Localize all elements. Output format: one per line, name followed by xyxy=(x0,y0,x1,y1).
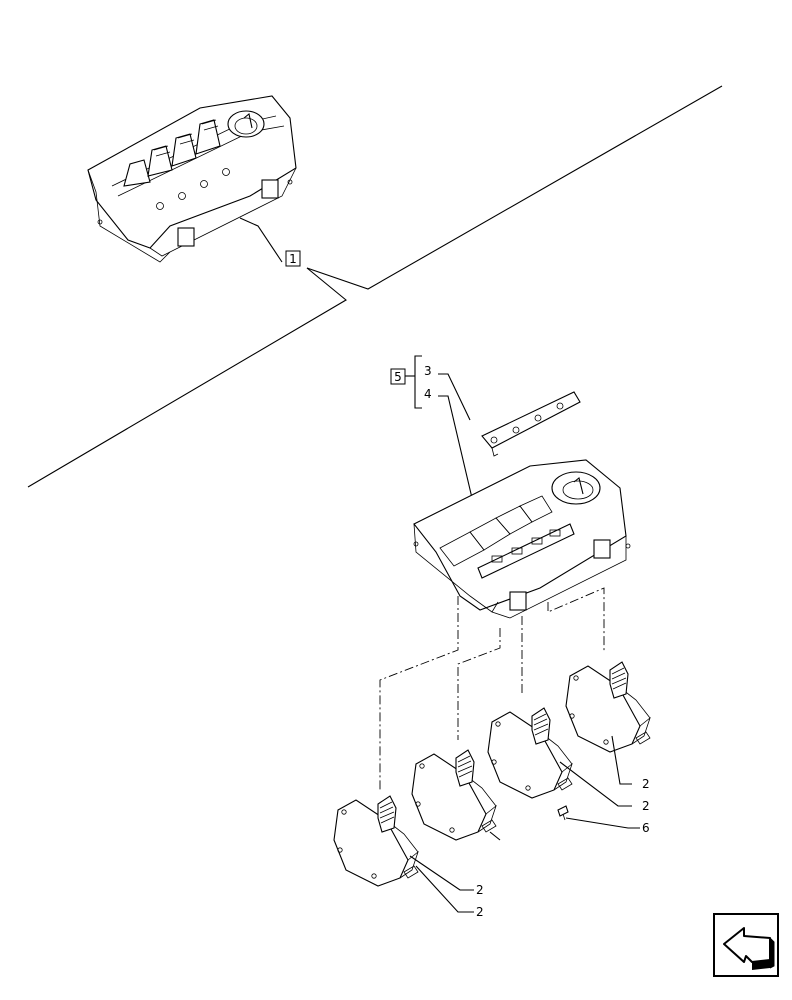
alignment-lines xyxy=(379,587,605,790)
control-module-3 xyxy=(487,707,573,799)
callout-2-d-label: 2 xyxy=(642,799,650,813)
kit-group: 5 3 4 xyxy=(390,355,473,499)
module-leaders xyxy=(409,735,640,913)
control-module-2 xyxy=(411,749,497,841)
next-page-arrow-icon[interactable] xyxy=(713,913,779,977)
control-module-4 xyxy=(565,661,651,753)
callout-5-label: 5 xyxy=(394,370,402,384)
callout-6-label: 6 xyxy=(642,821,650,835)
callout-2-c-label: 2 xyxy=(642,777,650,791)
callout-1-label: 1 xyxy=(289,252,297,266)
callout-2-a-label: 2 xyxy=(476,883,484,897)
console-assembled xyxy=(87,95,297,263)
leader-lines-main xyxy=(27,85,723,488)
callout-4-label: 4 xyxy=(424,387,432,401)
screw xyxy=(557,805,569,821)
callout-3-label: 3 xyxy=(424,364,432,378)
console-housing xyxy=(413,459,631,619)
callout-2-b-label: 2 xyxy=(476,905,484,919)
callout-1: 1 xyxy=(285,250,301,267)
cover-plate xyxy=(481,391,581,457)
control-module-1 xyxy=(333,795,419,887)
